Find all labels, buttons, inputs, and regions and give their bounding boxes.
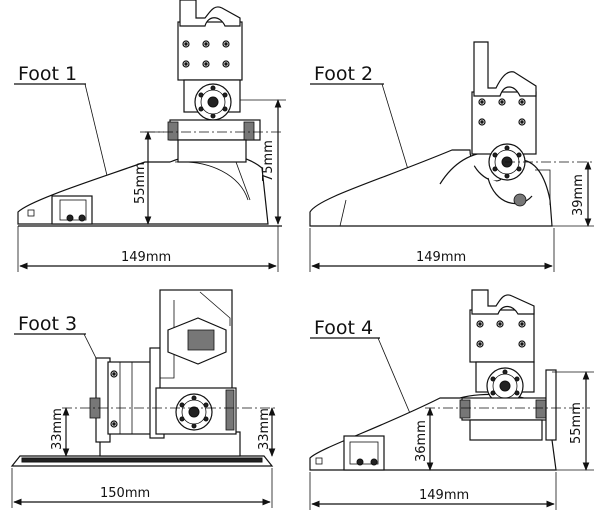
panel-foot-4: Foot 4 36mm 55mm 149mm [309,289,594,510]
foot-1-leader [84,83,111,189]
foot-4-dim-55: 55mm [569,402,584,444]
foot-3-title: Foot 3 [18,313,77,335]
foot-2-leader [381,83,411,177]
panel-foot-2: Foot 2 39mm 149mm [309,41,594,272]
foot-3-dim-150: 150mm [100,486,150,501]
foot-4-dim-149: 149mm [419,488,469,503]
foot-4-dim-36: 36mm [414,420,429,462]
foot-1-dim-55: 55mm [133,162,148,204]
foot-4-leader [377,337,413,419]
panel-foot-3: Foot 3 33mm 33mm 150mm [10,289,276,508]
foot-3-dim-33-left: 33mm [50,408,65,450]
foot-2-dim-149: 149mm [416,250,466,265]
foot-4-title: Foot 4 [314,317,373,339]
panel-foot-1: Foot 1 55mm 75mm [14,0,286,272]
foot-2-title: Foot 2 [314,63,373,85]
foot-3-dim-33-right: 33mm [257,408,272,450]
foot-1-title: Foot 1 [18,63,77,85]
foot-1-dim-149: 149mm [121,250,171,265]
foot-2-dim-39: 39mm [571,174,586,216]
foot-1-dim-75: 75mm [261,140,276,182]
foot-4-servo-bracket [469,309,535,363]
foot-1-servo-bracket [177,21,243,81]
